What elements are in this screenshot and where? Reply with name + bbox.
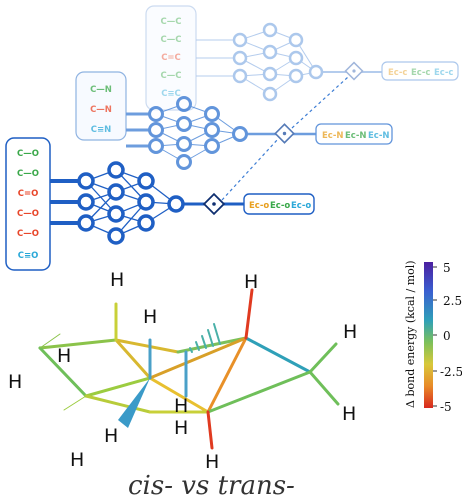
cn-output-box [315, 123, 393, 145]
cc-output-3: Ec-c [434, 68, 453, 78]
co-bond-4: C—O [17, 209, 39, 219]
co-output-box [243, 193, 315, 215]
co-output-3: Ec-o [291, 201, 311, 211]
co-bond-6: C≡O [18, 251, 39, 261]
cc-input-box [145, 5, 197, 111]
cc-output-2: Ec-c [411, 68, 430, 78]
cn-bond-2: C—N [90, 105, 112, 115]
cn-network: C—N C—N C≡N Ec-N Ec-N Ec-N [75, 71, 393, 170]
colorbar: 5 2.5 0 -2.5 -5 Δ bond energy (kcal / mo… [404, 260, 462, 414]
cc-network: C—C C—C C=C C—C C≡C Ec-c Ec-c Ec-c [145, 5, 459, 111]
atom-h-2: H [244, 271, 258, 293]
cn-output-2: Ec-N [345, 131, 367, 141]
atom-h-3: H [143, 306, 157, 328]
product-links [221, 76, 349, 201]
atom-h-11: H [70, 449, 84, 471]
cn-input-box [75, 71, 127, 141]
colorbar-tick-1: 5 [443, 261, 451, 275]
atom-labels: H H H H H H H H H H H H [8, 269, 357, 473]
atom-h-7: H [342, 403, 356, 425]
caption: cis- vs trans- [128, 471, 295, 500]
cc-product-node [344, 61, 364, 81]
colorbar-tick-4: -2.5 [440, 365, 462, 379]
co-output-1: Ec-o [249, 201, 269, 211]
co-network: C—O C—O C=O C—O C—O C≡O Ec-o Ec-o Ec-o [5, 137, 315, 271]
cc-bond-4: C—C [161, 71, 182, 81]
atom-h-1: H [110, 269, 124, 291]
cc-output-box [381, 61, 459, 81]
molecule [38, 288, 340, 450]
co-bond-1: C—O [17, 149, 39, 159]
cc-bond-2: C—C [161, 35, 182, 45]
atom-h-9: H [174, 417, 188, 439]
atom-h-12: H [205, 451, 219, 473]
atom-h-5: H [8, 371, 22, 393]
atom-h-6: H [343, 321, 357, 343]
cn-output-1: Ec-N [322, 131, 344, 141]
colorbar-tick-5: -5 [440, 400, 452, 414]
colorbar-label: Δ bond energy (kcal / mol) [404, 260, 417, 408]
colorbar-gradient [424, 262, 433, 408]
cc-bond-1: C—C [161, 17, 182, 27]
co-output-2: Ec-o [270, 201, 290, 211]
cc-bond-labels: C—C C—C C=C C—C C≡C [161, 17, 182, 99]
cc-bond-5: C≡C [161, 89, 181, 99]
co-bond-3: C=O [18, 189, 39, 199]
atom-h-4: H [57, 345, 71, 367]
colorbar-tick-2: 2.5 [443, 294, 462, 308]
atom-h-8: H [174, 395, 188, 417]
co-bond-2: C—O [17, 169, 39, 179]
cc-output-1: Ec-c [388, 68, 407, 78]
cn-output-3: Ec-N [368, 131, 390, 141]
colorbar-tick-3: 0 [443, 329, 451, 343]
cn-bond-3: C≡N [91, 125, 111, 135]
cc-bond-3: C=C [161, 53, 181, 63]
co-bond-5: C—O [17, 229, 39, 239]
cn-bond-1: C—N [90, 85, 112, 95]
atom-h-10: H [104, 425, 118, 447]
